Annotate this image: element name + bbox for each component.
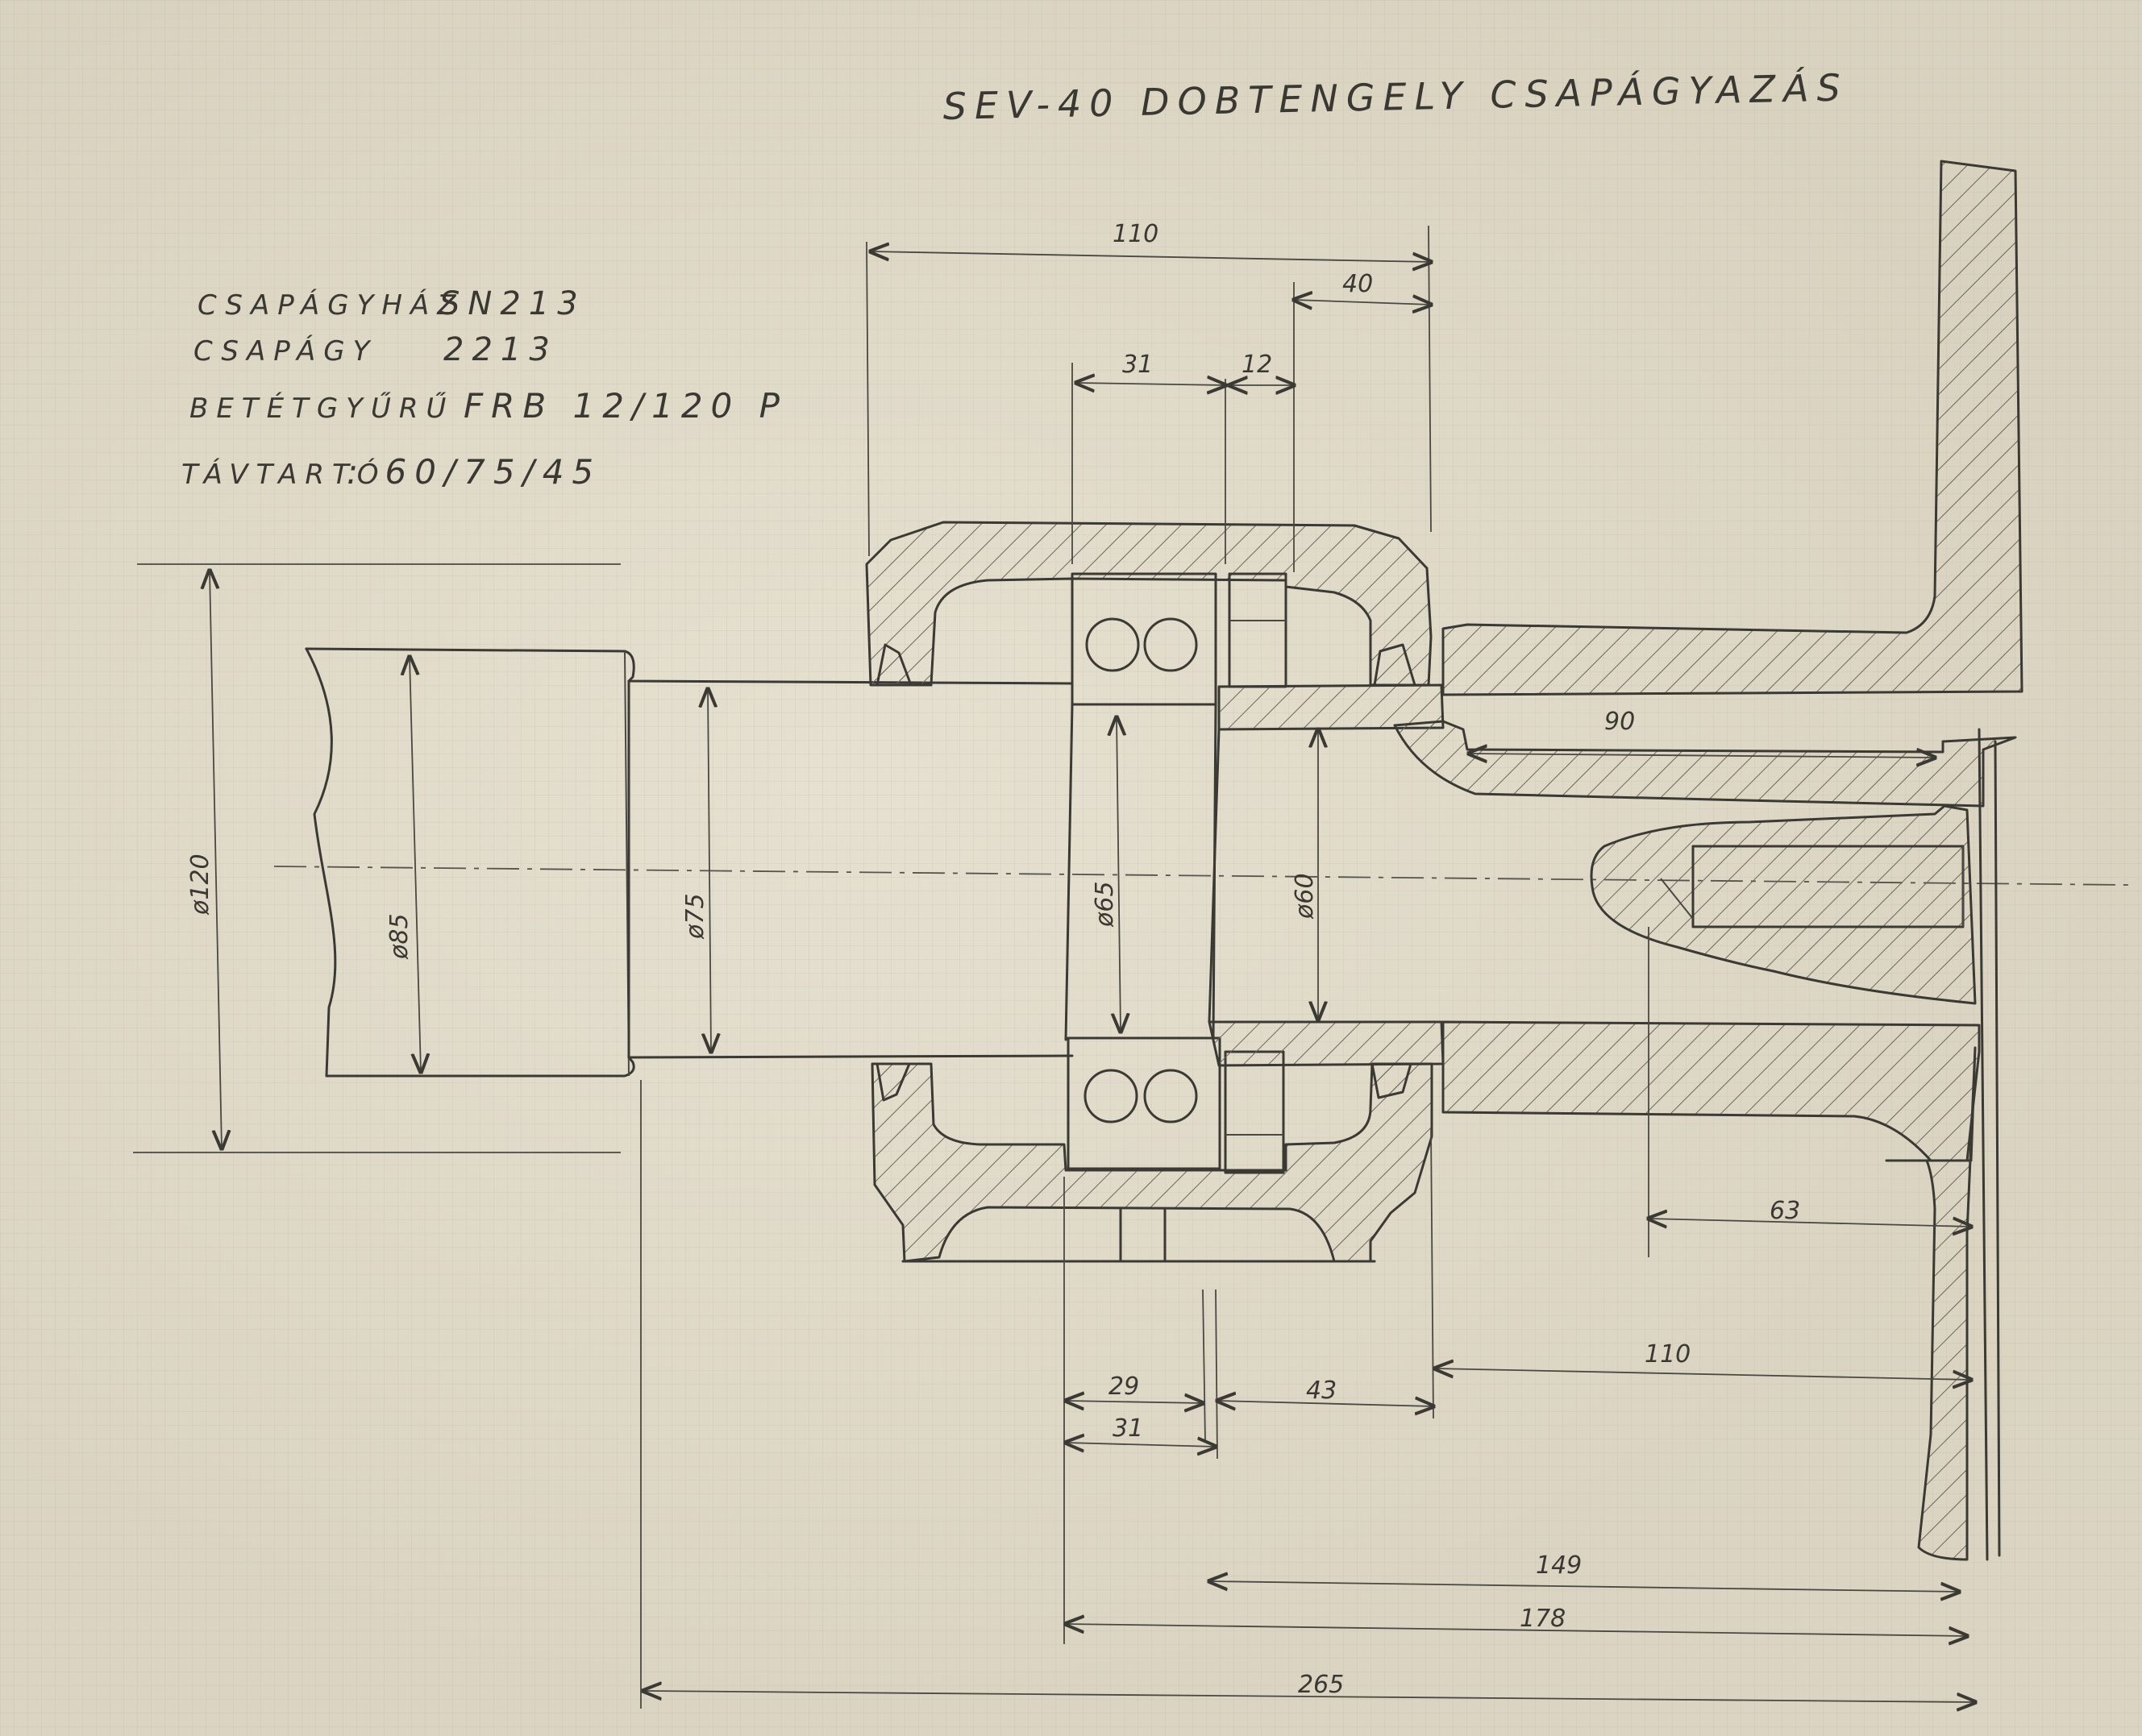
- dim-43: 43: [1306, 1377, 1337, 1405]
- dim-149: 149: [1536, 1551, 1582, 1580]
- spec-value-ring: FRB 12/120 P: [464, 386, 788, 426]
- ball-lower-1: [1083, 1069, 1138, 1123]
- dim-63: 63: [1770, 1197, 1800, 1225]
- dim-110-top: 110: [1113, 220, 1158, 248]
- dim-90: 90: [1604, 708, 1635, 736]
- dim-265: 265: [1298, 1671, 1344, 1699]
- construction-lines: [133, 225, 1649, 1709]
- spec-label-spacer: TÁVTARTÓ: [181, 458, 387, 491]
- spec-label-bearing: CSAPÁGY: [193, 334, 377, 368]
- spec-value-bearing: 2213: [443, 331, 558, 368]
- ball-lower-2: [1143, 1069, 1198, 1123]
- dimension-labels: 110 40 31 12 ø120 ø85 ø75 ø65 ø60 90 63 …: [186, 220, 1800, 1699]
- shaft: [305, 647, 1074, 1078]
- spec-value-spacer: : 60/75/45: [347, 452, 601, 492]
- ball-upper-2: [1143, 617, 1198, 672]
- dim-d75: ø75: [681, 893, 709, 940]
- dim-d120: ø120: [186, 853, 214, 916]
- bearing: [1064, 572, 1287, 1174]
- spec-label-ring: BETÉTGYŰRŰ: [189, 392, 454, 425]
- dim-110-lower: 110: [1645, 1340, 1691, 1368]
- dimension-lines: [210, 251, 1975, 1702]
- drawing-title: SEV-40 DOBTENGELY CSAPÁGYAZÁS: [942, 65, 1849, 128]
- dim-d65: ø65: [1091, 881, 1119, 928]
- spacer-sleeve: [1208, 683, 1445, 1067]
- spec-list: CSAPÁGYHÁZ SN213 CSAPÁGY 2213 BETÉTGYŰRŰ…: [181, 285, 788, 492]
- dim-d85: ø85: [385, 913, 414, 960]
- ball-upper-1: [1085, 617, 1140, 672]
- dim-178: 178: [1520, 1605, 1566, 1633]
- dim-31-lower: 31: [1113, 1414, 1143, 1443]
- spec-value-housing: SN213: [439, 285, 586, 322]
- dim-29: 29: [1108, 1373, 1139, 1401]
- drum-flange: [1393, 160, 2023, 1561]
- dim-d60: ø60: [1291, 873, 1319, 920]
- spec-label-housing: CSAPÁGYHÁZ: [198, 289, 464, 322]
- dim-31-top: 31: [1122, 351, 1153, 379]
- bearing-housing: [865, 521, 1433, 1263]
- dim-12: 12: [1242, 351, 1272, 379]
- dim-40: 40: [1342, 270, 1373, 298]
